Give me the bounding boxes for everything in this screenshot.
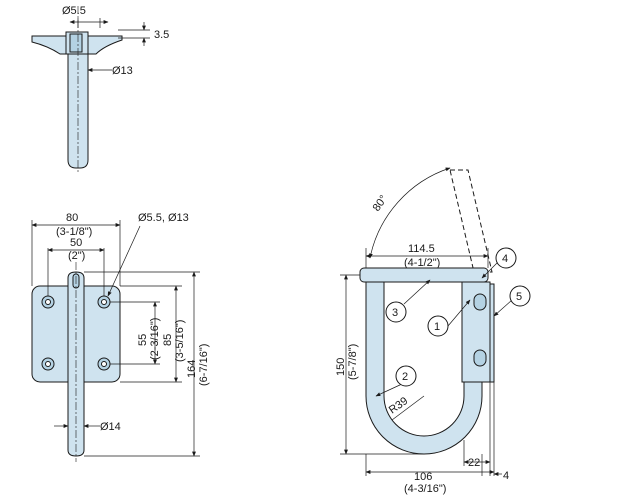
- top-view-bore: [69, 33, 83, 53]
- angle-arc: [368, 167, 451, 259]
- callout-4-bubble: [495, 247, 517, 269]
- pitch-in-label: (2"): [68, 250, 85, 262]
- top-hole-diameter-label: Ø5.5: [62, 5, 86, 17]
- length-mm-label: 114.5: [408, 243, 435, 255]
- total-height-mm-label: 164: [186, 360, 198, 378]
- hole-spec-leader: [107, 225, 141, 297]
- flange-thickness-label: 3.5: [154, 29, 169, 41]
- bottom-width-mm-label: 106: [414, 471, 432, 483]
- offset-b-label: 4: [503, 470, 509, 482]
- height-mm-label: 150: [335, 358, 347, 376]
- pin-diameter-label: Ø13: [112, 65, 133, 77]
- callout-2-leader: [375, 383, 403, 397]
- height-in-label: (5-7/8"): [347, 344, 359, 380]
- callout-5-bubble: [509, 285, 531, 307]
- top-view-flange: [31, 35, 69, 55]
- callout-5-leader: [493, 299, 513, 317]
- vpitch-mm-label: 55: [137, 334, 149, 346]
- hinge-arm: [359, 267, 489, 283]
- side-view: 80° 114.5 (4-1/2") 150 (5-7/8") R39 106 …: [335, 167, 531, 495]
- folded-position-outline: [449, 169, 493, 273]
- bottom-width-in-label: (4-3/16"): [404, 483, 446, 495]
- callout-3-label: 3: [392, 307, 398, 319]
- total-height-in-label: (6-7/16"): [198, 344, 210, 386]
- radius-label: R39: [387, 395, 410, 416]
- callout-4-leader: [481, 261, 499, 279]
- base-plate-edge: [489, 283, 495, 383]
- callout-1-label: 1: [434, 321, 440, 333]
- callout-2-label: 2: [402, 371, 408, 383]
- pitch-mm-label: 50: [70, 237, 82, 249]
- width-mm-label: 80: [66, 212, 78, 224]
- callout-1-leader: [447, 299, 471, 327]
- callout-3-bubble: [385, 301, 407, 323]
- radius-leader: [391, 395, 425, 421]
- angle-label: 80°: [371, 193, 390, 214]
- vpitch-in-label: (2-3/16"): [149, 318, 161, 360]
- top-view-flange-right: [87, 35, 123, 55]
- bracket-slot-bottom: [473, 349, 487, 367]
- plate-height-mm-label: 85: [162, 334, 174, 346]
- callout-3-leader: [403, 279, 431, 305]
- width-in-label: (3-1/8"): [56, 226, 92, 238]
- plate-height-in-label: (3-5/16"): [174, 320, 186, 362]
- mount-hole-bottom-left-bore: [45, 361, 51, 367]
- callout-1-bubble: [427, 315, 449, 337]
- length-in-label: (4-1/2"): [404, 257, 440, 269]
- mount-hole-bottom-right-bore: [101, 361, 107, 367]
- callout-2-bubble: [395, 365, 417, 387]
- mount-hole-top-right-bore: [101, 299, 107, 305]
- callout-4-label: 4: [502, 253, 508, 265]
- top-view: Ø5.5 3.5 Ø13: [31, 5, 169, 172]
- hole-spec-label: Ø5.5, Ø13: [138, 212, 189, 224]
- rod-diameter-label: Ø14: [100, 421, 121, 433]
- callout-5-label: 5: [516, 291, 522, 303]
- mount-hole-top-left-bore: [45, 299, 51, 305]
- front-view: 80 (3-1/8") 50 (2") Ø5.5, Ø13 55 (2-3/16…: [31, 212, 210, 462]
- bracket-slot-top: [473, 293, 487, 311]
- offset-a-label: 22: [468, 457, 480, 469]
